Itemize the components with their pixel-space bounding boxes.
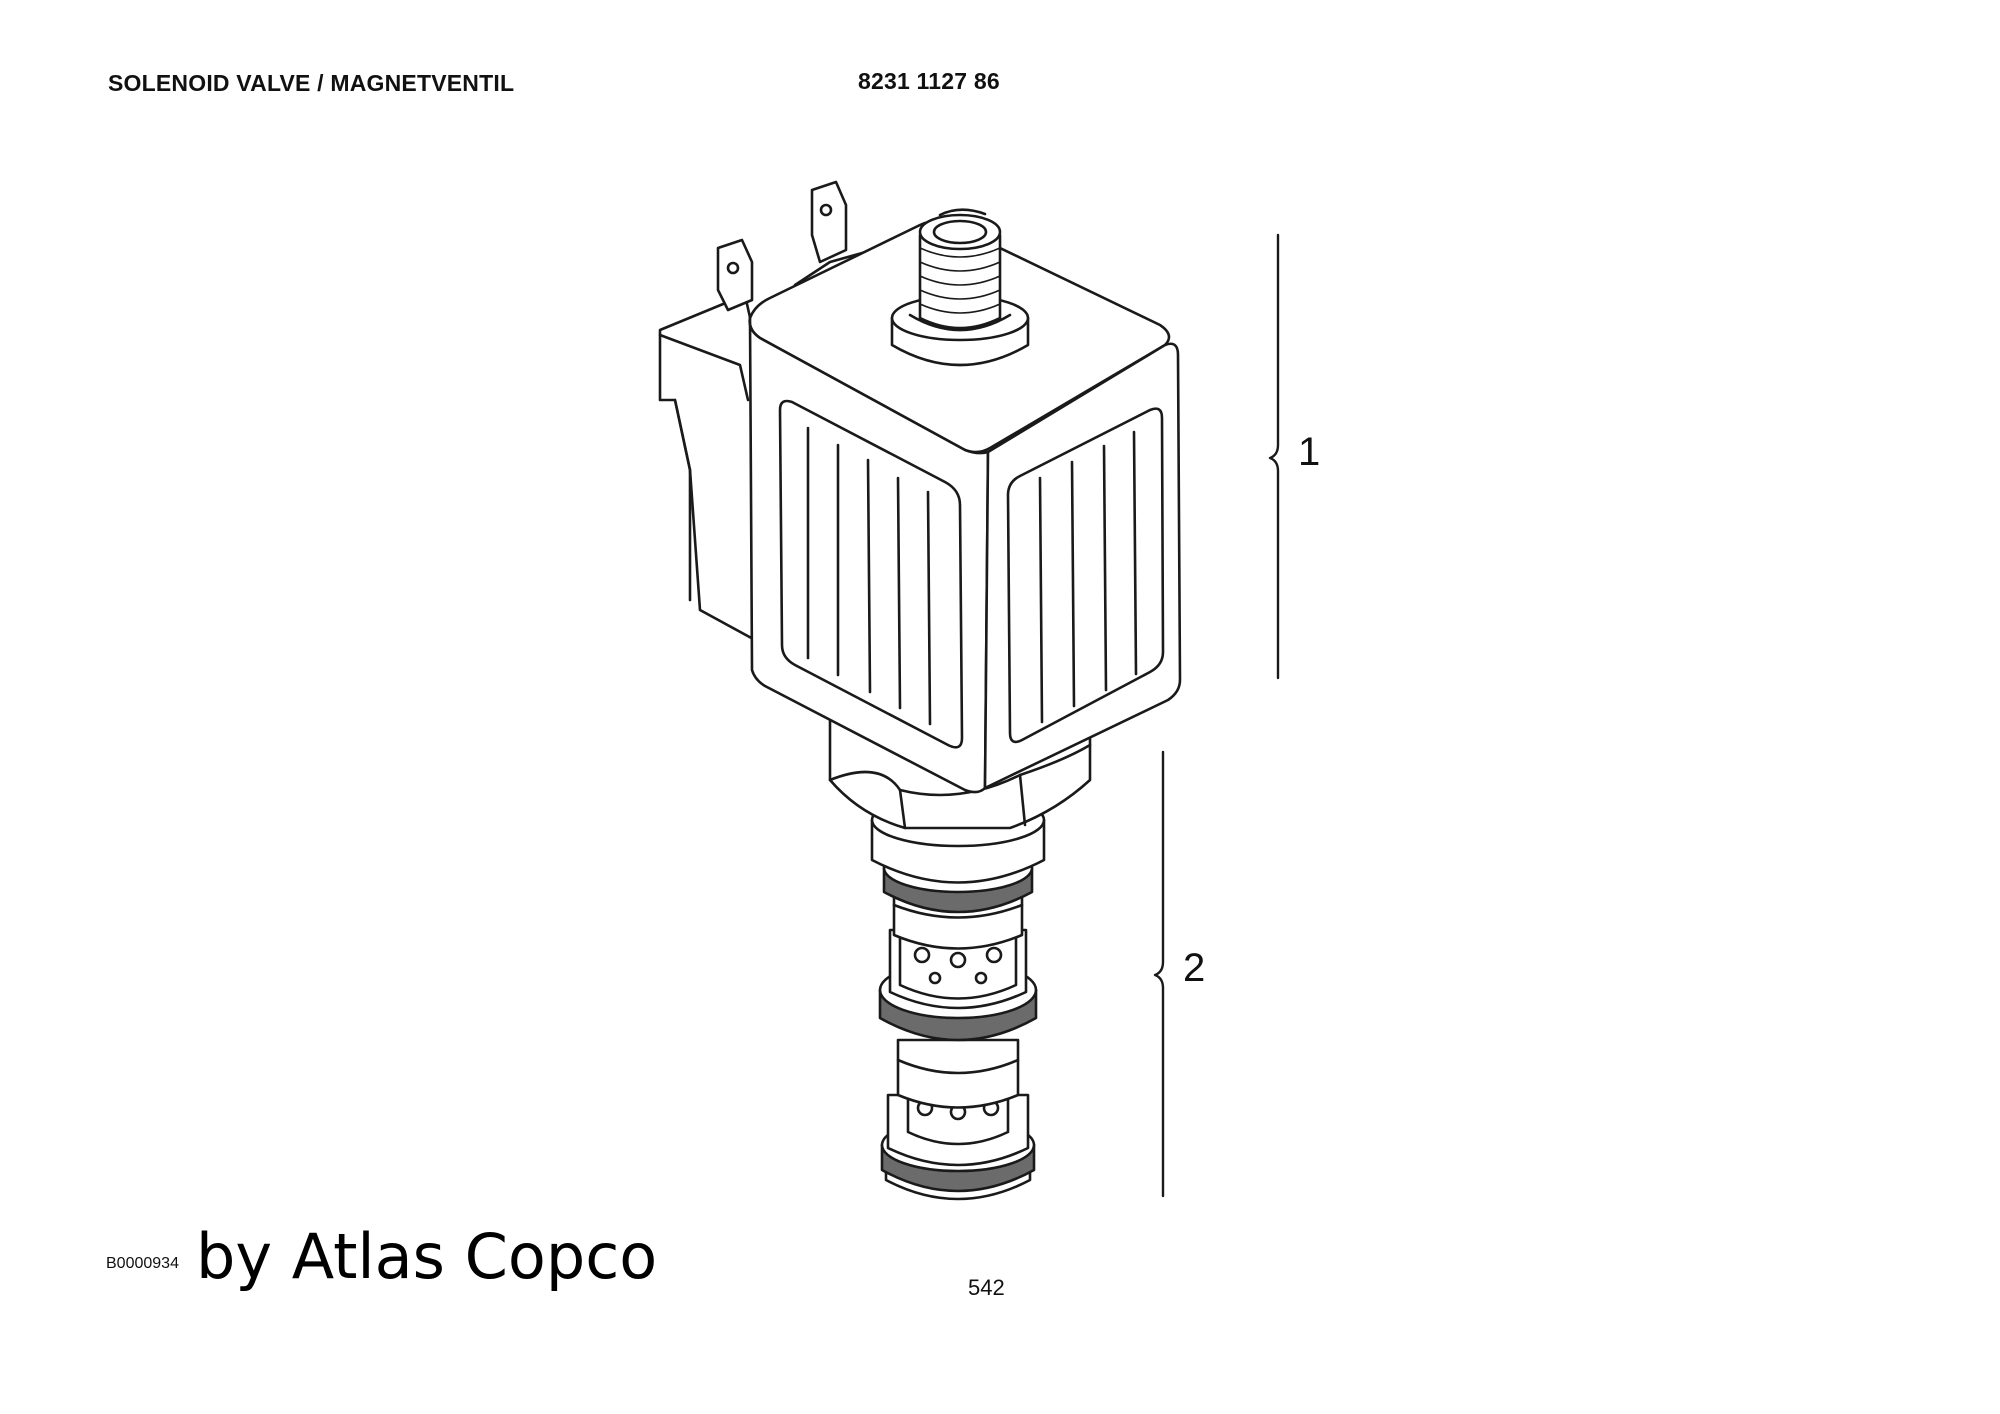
watermark-text: by Atlas Copco [196,1220,658,1293]
figure-id: B0000934 [106,1255,179,1272]
callout-bracket-2 [1153,750,1165,1198]
page-number: 542 [968,1275,1005,1300]
callout-label-2: 2 [1183,946,1206,990]
page-title: SOLENOID VALVE / MAGNETVENTIL [108,70,515,96]
solenoid-coil [658,180,1182,794]
part-number: 8231 1127 86 [858,68,1000,94]
callout-label-1: 1 [1298,430,1321,474]
callout-bracket-1 [1268,233,1280,680]
